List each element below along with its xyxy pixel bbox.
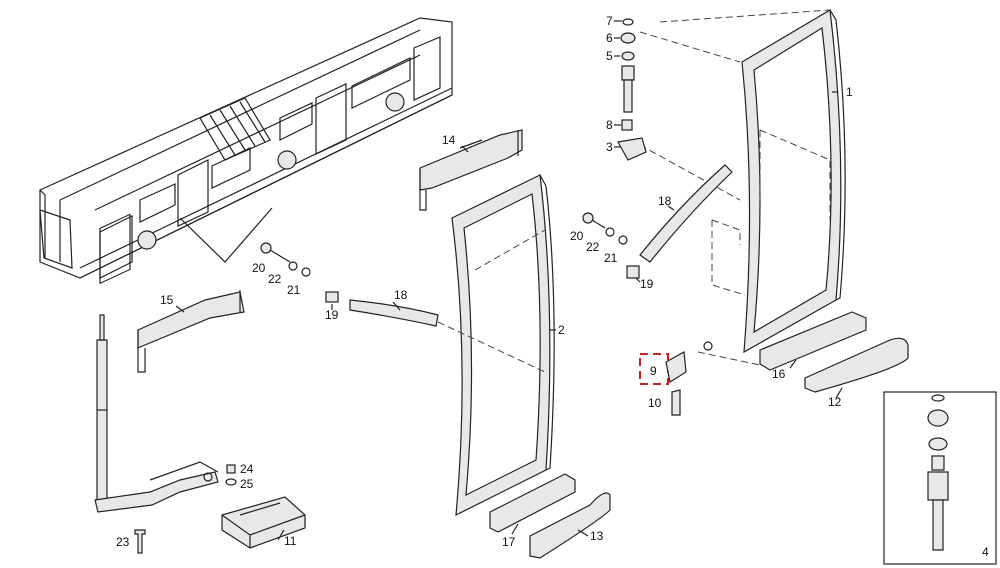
- seal-strip-16: [759, 311, 867, 371]
- label-3: 3: [606, 140, 613, 154]
- control-arm-18-left: [260, 242, 439, 327]
- hinge-shaft-assembly: [94, 314, 219, 513]
- label-2: 2: [558, 323, 565, 337]
- door-leaf-1: [741, 9, 846, 354]
- label-11: 11: [284, 534, 297, 548]
- label-20-right: 20: [570, 229, 584, 243]
- label-17: 17: [502, 535, 516, 549]
- seal-strip-13: [529, 492, 611, 559]
- seal-strip-12: [804, 337, 909, 393]
- seal-strip-17: [489, 473, 576, 533]
- label-18-right: 18: [658, 194, 672, 208]
- assembly-guide-lines: [437, 9, 831, 373]
- label-7: 7: [606, 14, 613, 28]
- door-leaf-2: [451, 174, 555, 517]
- label-18-left: 18: [394, 288, 408, 302]
- label-22-left: 22: [268, 272, 282, 286]
- label-16: 16: [772, 367, 786, 381]
- articulated-bus-illustration: [39, 17, 453, 285]
- bracket-14: [419, 129, 523, 211]
- label-19-right: 19: [640, 277, 654, 291]
- top-pivot-assembly: [617, 18, 647, 161]
- fasteners-23-24-25: [134, 464, 237, 554]
- label-13: 13: [590, 529, 604, 543]
- label-21-right: 21: [604, 251, 618, 265]
- mounting-plate-11: [221, 496, 306, 549]
- label-21-left: 21: [287, 283, 301, 297]
- label-9: 9: [650, 364, 657, 378]
- bracket-15: [137, 290, 245, 373]
- label-6: 6: [606, 31, 613, 45]
- part-number-labels: 1 2 3 4 5 6 7 8 9 10 11 12 13 14 15 16 1…: [116, 14, 989, 559]
- label-14: 14: [442, 133, 456, 147]
- label-24: 24: [240, 462, 254, 476]
- label-20-left: 20: [252, 261, 266, 275]
- label-4: 4: [982, 545, 989, 559]
- detail-inset-4: [883, 391, 997, 565]
- label-10: 10: [648, 396, 662, 410]
- label-23: 23: [116, 535, 130, 549]
- label-12: 12: [828, 395, 842, 409]
- label-1: 1: [846, 85, 853, 99]
- lock-bracket-9-10: [639, 341, 713, 416]
- label-25: 25: [240, 477, 254, 491]
- label-5: 5: [606, 49, 613, 63]
- label-19-left: 19: [325, 308, 339, 322]
- label-15: 15: [160, 293, 174, 307]
- control-arm-18-right: [582, 164, 733, 279]
- label-8: 8: [606, 118, 613, 132]
- label-22-right: 22: [586, 240, 600, 254]
